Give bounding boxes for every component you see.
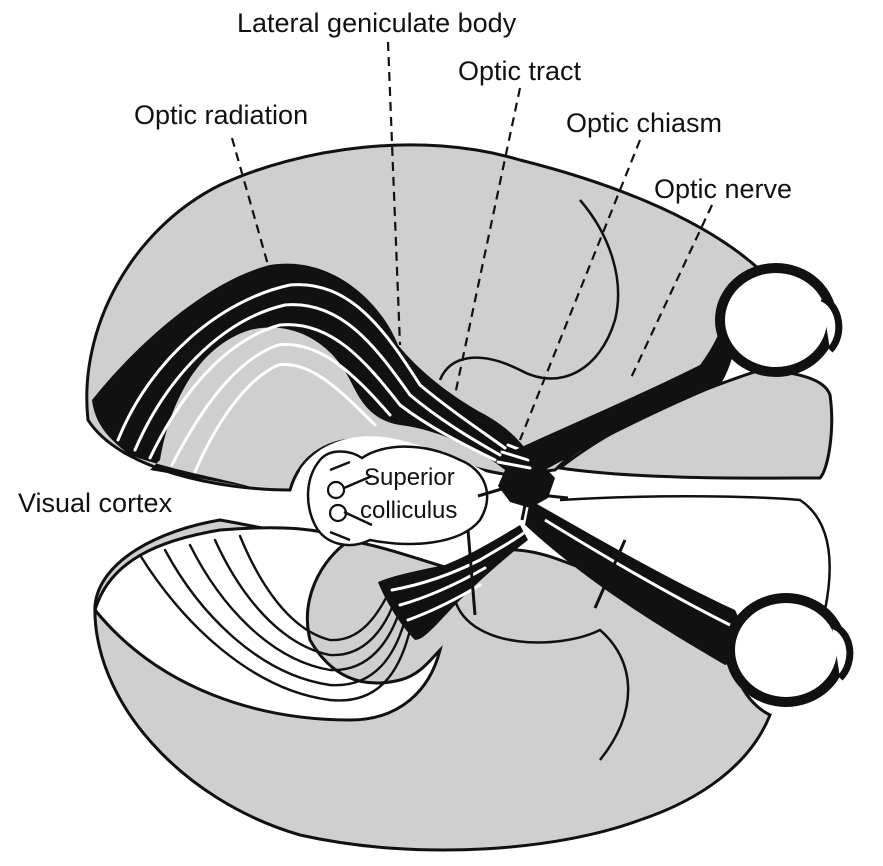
- upper-radiation-fiber-3: [148, 323, 497, 462]
- upper-radiation-fiber-5: [193, 362, 377, 474]
- lower-nerve-white-sheath: [544, 518, 731, 627]
- leader-optic-radiation: [230, 137, 270, 266]
- upper-thalamus-outline: [438, 199, 620, 381]
- label-optic-tract: Optic tract: [458, 56, 582, 86]
- lower-thalamus-outline: [453, 599, 630, 761]
- lower-eyeball: [725, 593, 847, 707]
- label-superior: Superior: [364, 464, 455, 491]
- colliculus-node-1: [326, 480, 346, 500]
- upper-optic-radiation: [92, 263, 530, 488]
- chiasm-spikes: [477, 444, 569, 521]
- upper-cornea: [820, 294, 843, 353]
- upper-radiation-fiber-4: [170, 343, 392, 467]
- upper-eyeball: [715, 263, 837, 377]
- upper-radiation-fiber-2: [133, 303, 502, 457]
- lesion-mark-tract: [466, 529, 477, 616]
- label-lateral-geniculate-body: Lateral geniculate body: [237, 8, 517, 38]
- lower-radiation-fiber-2: [163, 548, 407, 687]
- lesion-mark-nerve: [593, 539, 627, 609]
- lower-radiation-fiber-4: [213, 538, 397, 657]
- label-visual-cortex: Visual cortex: [18, 488, 173, 518]
- lower-radiation-fiber-1: [138, 553, 412, 702]
- upper-radiation-fiber-1: [116, 283, 507, 450]
- leader-optic-tract: [453, 87, 522, 396]
- upper-optic-nerve: [515, 320, 738, 470]
- leader-lateral-geniculate: [386, 41, 402, 346]
- label-optic-chiasm: Optic chiasm: [566, 108, 722, 138]
- superior-colliculus-body: [306, 445, 489, 547]
- leader-optic-nerve: [629, 204, 713, 381]
- label-colliculus: colliculus: [360, 497, 457, 524]
- lower-geniculate-fiber-1: [390, 530, 527, 592]
- lower-cornea: [830, 621, 854, 681]
- lower-geniculate-fiber-2: [398, 566, 487, 607]
- label-optic-radiation: Optic radiation: [134, 100, 308, 130]
- colliculus-connector-lines: [329, 460, 373, 542]
- leader-optic-chiasm: [518, 139, 642, 441]
- label-optic-nerve: Optic nerve: [654, 174, 792, 204]
- lower-radiation-fiber-3: [188, 543, 402, 672]
- lower-radiation-fiber-5: [238, 534, 392, 642]
